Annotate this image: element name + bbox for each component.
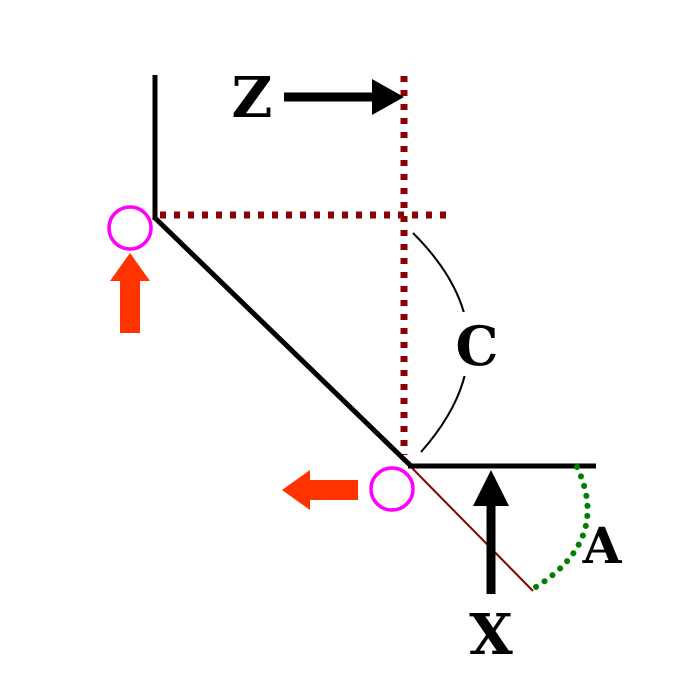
c-axis-label: C bbox=[456, 314, 499, 378]
upper-joint-circle bbox=[107, 205, 153, 251]
diagonal-structure-line bbox=[152, 215, 414, 469]
lower-joint-circle bbox=[369, 466, 415, 512]
a-axis-label: A bbox=[582, 516, 623, 575]
x-axis-arrowhead bbox=[473, 470, 509, 506]
z-axis-label: Z bbox=[232, 65, 273, 131]
x-axis-label: X bbox=[469, 602, 513, 668]
up-force-arrow bbox=[110, 253, 150, 333]
z-axis-arrowhead bbox=[372, 79, 404, 115]
left-force-arrow bbox=[282, 470, 358, 510]
c-label-backdrop bbox=[448, 312, 506, 376]
a-rotation-arc bbox=[528, 464, 591, 593]
diagonal-extension-line bbox=[409, 465, 534, 592]
